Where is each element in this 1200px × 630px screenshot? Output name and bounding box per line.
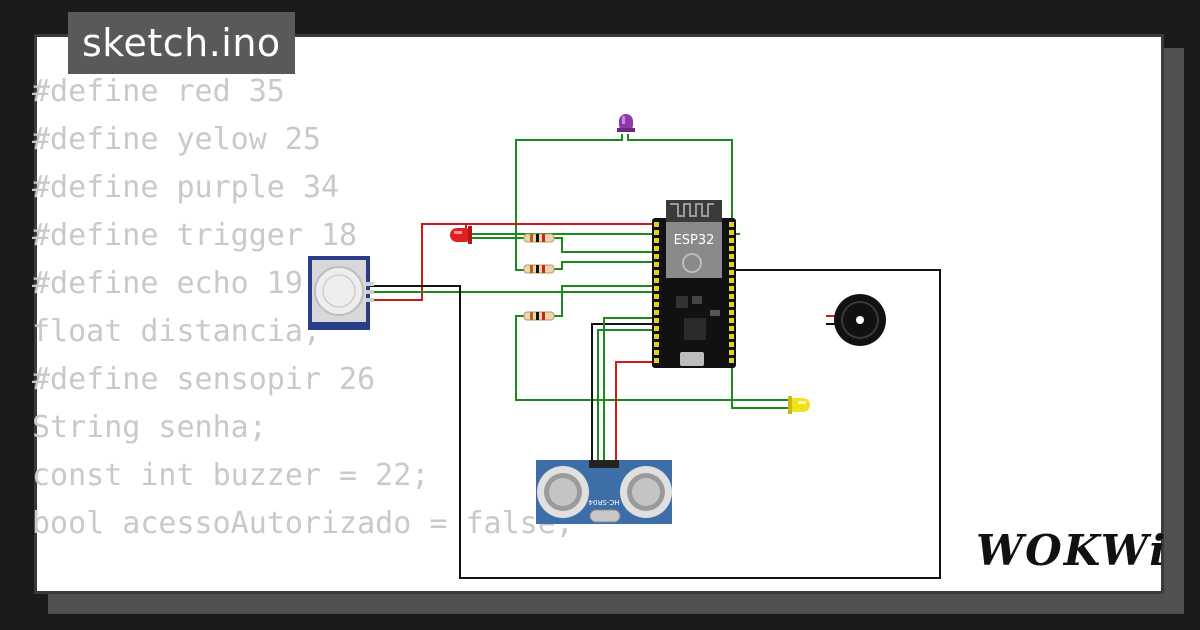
wire-green bbox=[603, 317, 660, 462]
code-line: float distancia; bbox=[32, 314, 321, 349]
esp32-board[interactable]: ESP32 bbox=[652, 200, 736, 368]
wire-green bbox=[515, 134, 623, 271]
code-line: bool acessoAutorizado = false; bbox=[32, 506, 574, 541]
wire-black bbox=[370, 269, 941, 579]
ultrasonic-sensor[interactable]: HC-SR04 bbox=[536, 460, 672, 524]
resistors bbox=[523, 233, 555, 321]
wokwi-logo: WOKWi bbox=[976, 526, 1168, 575]
led-purple[interactable] bbox=[617, 114, 635, 132]
wire-green bbox=[597, 329, 660, 462]
wire-green bbox=[731, 360, 790, 409]
pir-sensor[interactable] bbox=[308, 256, 374, 330]
code-line: const int buzzer = 22; bbox=[32, 458, 430, 493]
wire-black bbox=[591, 323, 660, 462]
code-line: #define sensopir 26 bbox=[32, 362, 376, 397]
resistor bbox=[523, 233, 555, 243]
code-line: #define purple 34 bbox=[32, 170, 340, 205]
pins-left bbox=[654, 222, 659, 363]
led-red[interactable] bbox=[450, 226, 472, 244]
pins-right bbox=[729, 222, 734, 363]
wire-green bbox=[515, 315, 788, 401]
usb-port bbox=[680, 352, 704, 366]
esp32-label: ESP32 bbox=[674, 233, 715, 248]
resistor bbox=[523, 264, 555, 274]
wires bbox=[370, 134, 941, 579]
code-line: #define red 35 bbox=[32, 74, 285, 109]
sensor-label: HC-SR04 bbox=[588, 498, 619, 506]
code-line: String senha; bbox=[32, 410, 267, 445]
code-line: #define trigger 18 bbox=[32, 218, 358, 253]
wire-green bbox=[552, 285, 660, 317]
led-yellow[interactable] bbox=[788, 396, 810, 414]
buzzer[interactable] bbox=[834, 294, 886, 346]
code-line: #define yelow 25 bbox=[32, 122, 321, 157]
code-line: #define echo 19 bbox=[32, 266, 303, 301]
wire-green bbox=[552, 261, 660, 270]
wire-green bbox=[552, 237, 660, 253]
wire-red bbox=[465, 223, 660, 232]
wire-green bbox=[627, 134, 733, 228]
file-name-tab[interactable]: sketch.ino bbox=[68, 12, 295, 74]
wire-red bbox=[370, 223, 466, 301]
wire-red bbox=[615, 361, 660, 462]
resistor bbox=[523, 311, 555, 321]
code-background: #define red 35 #define yelow 25 #define pu… bbox=[32, 68, 574, 548]
